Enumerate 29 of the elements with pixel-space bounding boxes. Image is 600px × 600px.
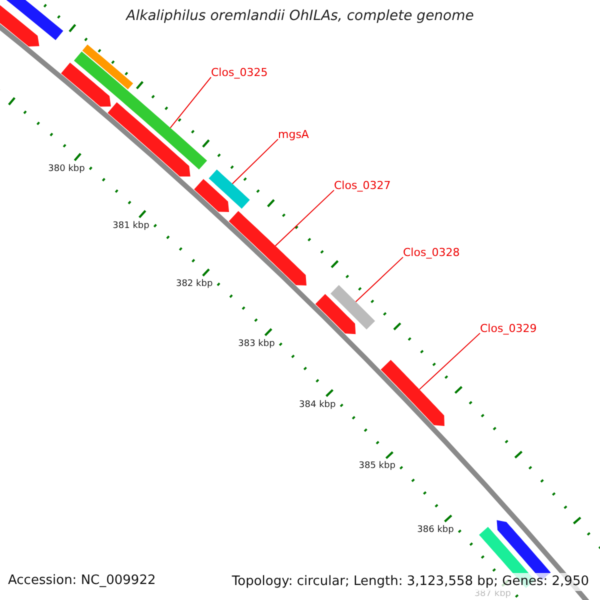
gene-bar — [208, 170, 250, 209]
leader-line — [232, 138, 278, 184]
leader-line — [170, 76, 212, 128]
gene-segment — [194, 179, 230, 212]
gene-label: Clos_0328 — [403, 246, 460, 260]
gene-segment — [228, 211, 306, 286]
scale-label: 384 kbp — [299, 400, 336, 410]
gene-segment — [108, 102, 190, 177]
accession-text: Accession: NC_009922 — [8, 573, 156, 589]
gene-segment — [380, 360, 444, 426]
gene-label: Clos_0327 — [334, 179, 391, 192]
leader-line — [418, 332, 480, 390]
gene-label: Clos_0325 — [211, 66, 268, 80]
leader-line — [355, 256, 404, 302]
map-title: Alkaliphilus oremlandii OhILAs, complete genome — [126, 8, 474, 25]
gene-segment — [61, 62, 111, 107]
scale-label: 385 kbp — [358, 461, 396, 472]
gene-bar — [330, 285, 376, 330]
scale-label: 386 kbp — [417, 524, 454, 536]
scale-label: 381 kbp — [112, 221, 150, 232]
scale-label: 380 kbp — [48, 164, 85, 176]
scale-label: 387 kbp — [474, 588, 512, 600]
gene-label: Clos_0329 — [480, 322, 537, 336]
gene-label: mgsA — [278, 128, 309, 142]
leader-line — [274, 190, 334, 246]
gene-segment — [315, 294, 356, 334]
scale-label: 382 kbp — [176, 279, 213, 290]
gene-bar — [82, 44, 134, 90]
scale-label: 383 kbp — [238, 338, 275, 350]
